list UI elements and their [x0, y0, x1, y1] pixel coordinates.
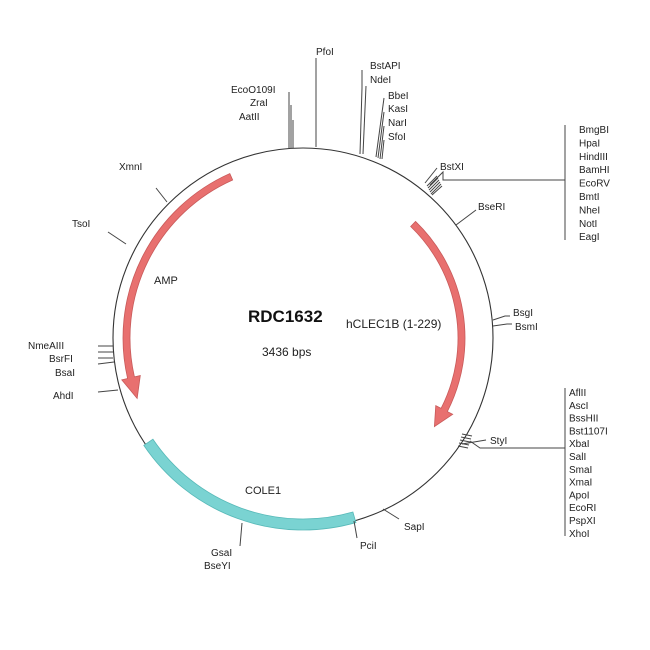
site-xbai[interactable]: XbaI — [569, 439, 590, 450]
site-bsshii[interactable]: BssHII — [569, 414, 598, 425]
site-hindiii[interactable]: HindIII — [579, 152, 608, 163]
site-kasi[interactable]: KasI — [388, 104, 408, 115]
cole1-feature-block[interactable] — [143, 438, 357, 531]
site-apoi[interactable]: ApoI — [569, 490, 590, 501]
site-bamhi[interactable]: BamHI — [579, 165, 610, 176]
site-aatii[interactable]: AatII — [239, 112, 260, 123]
site-bstapi[interactable]: BstAPI — [370, 61, 401, 72]
mcs-top-list: BmgBI HpaI HindIII BamHI EcoRV BmtI NheI NotI Ea… — [579, 125, 610, 243]
site-xmni[interactable]: XmnI — [119, 162, 142, 173]
site-bmgbi[interactable]: BmgBI — [579, 125, 609, 136]
mcs-top-leader — [426, 125, 566, 240]
site-nari[interactable]: NarI — [388, 118, 407, 129]
site-zrai[interactable]: ZraI — [250, 98, 268, 109]
site-ecori[interactable]: EcoRI — [569, 503, 596, 514]
site-smai[interactable]: SmaI — [569, 465, 592, 476]
site-tsoi[interactable]: TsoI — [72, 219, 90, 230]
feature-label-amp: AMP — [154, 275, 178, 287]
site-bsmi[interactable]: BsmI — [515, 322, 538, 333]
site-nmeaiii[interactable]: NmeAIII — [28, 341, 64, 352]
amp-feature-arrow[interactable] — [121, 173, 234, 400]
site-ahdi[interactable]: AhdI — [53, 391, 74, 402]
site-hpai[interactable]: HpaI — [579, 138, 600, 149]
feature-label-cole1: COLE1 — [245, 485, 281, 497]
insert-label: hCLEC1B (1-229) — [346, 317, 441, 331]
site-sapi[interactable]: SapI — [404, 522, 425, 533]
site-bstxi[interactable]: BstXI — [440, 162, 464, 173]
mcs-bottom-leader — [457, 388, 566, 536]
site-aflii[interactable]: AflII — [569, 388, 586, 399]
site-bseyi[interactable]: BseYI — [204, 561, 231, 572]
site-styi[interactable]: StyI — [490, 436, 507, 447]
site-pspxi[interactable]: PspXI — [569, 516, 596, 527]
site-bbei[interactable]: BbeI — [388, 91, 409, 102]
site-pfoi[interactable]: PfoI — [316, 47, 334, 58]
site-leaders-misc — [97, 167, 512, 547]
plasmid-size: 3436 bps — [262, 345, 311, 359]
site-eagi[interactable]: EagI — [579, 232, 600, 243]
site-xmai[interactable]: XmaI — [569, 478, 592, 489]
plasmid-name: RDC1632 — [248, 307, 323, 326]
site-gsai[interactable]: GsaI — [211, 548, 232, 559]
site-leaders-top — [288, 58, 385, 160]
site-sali[interactable]: SalI — [569, 452, 586, 463]
hclec1b-feature-arrow[interactable] — [410, 220, 466, 428]
site-ndei[interactable]: NdeI — [370, 75, 391, 86]
site-bsrfi[interactable]: BsrFI — [49, 354, 73, 365]
site-asci[interactable]: AscI — [569, 401, 588, 412]
site-ecorv[interactable]: EcoRV — [579, 179, 610, 190]
site-nhei[interactable]: NheI — [579, 205, 600, 216]
site-eco0109i[interactable]: EcoO109I — [231, 85, 275, 96]
site-bseri[interactable]: BseRI — [478, 202, 505, 213]
site-bst1107i[interactable]: Bst1107I — [569, 426, 608, 437]
site-bsai[interactable]: BsaI — [55, 368, 75, 379]
site-bmti[interactable]: BmtI — [579, 192, 600, 203]
site-pcii[interactable]: PciI — [360, 541, 377, 552]
site-bsgi[interactable]: BsgI — [513, 308, 533, 319]
site-xhoi[interactable]: XhoI — [569, 529, 590, 540]
site-noti[interactable]: NotI — [579, 219, 597, 230]
site-sfoi[interactable]: SfoI — [388, 132, 406, 143]
